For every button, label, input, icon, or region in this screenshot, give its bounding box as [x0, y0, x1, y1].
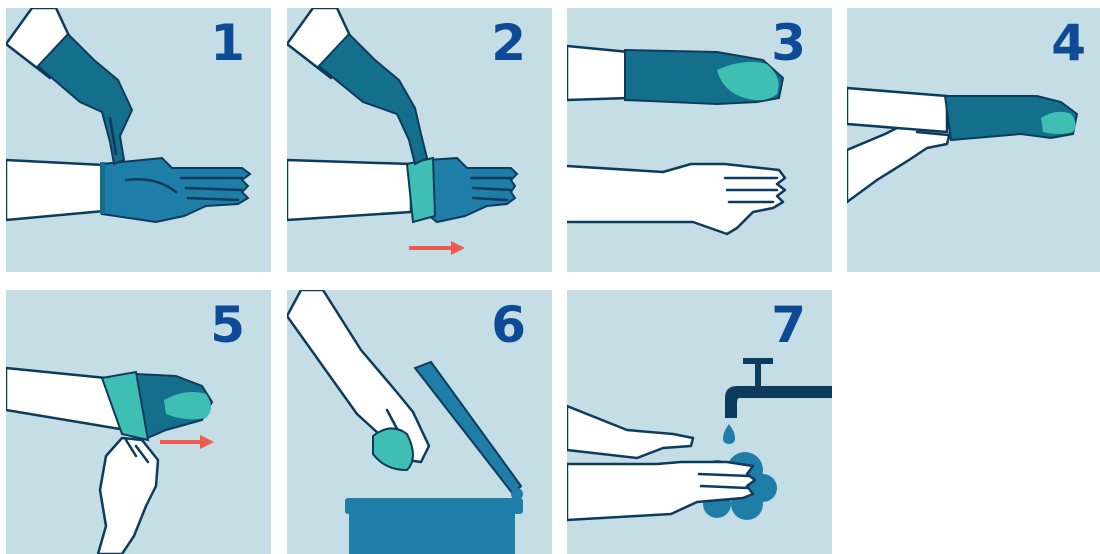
glove-cuff-peel-icon: [407, 158, 435, 222]
gloved-hand-icon: [945, 96, 1077, 140]
glove-inside-out-icon: [102, 372, 212, 442]
bare-hand-icon: [567, 164, 785, 234]
faucet-icon: [725, 358, 832, 418]
arrow-right-icon: [409, 241, 465, 255]
step-number: 4: [1051, 18, 1086, 68]
gloved-hand-icon: [427, 158, 517, 222]
step-number: 2: [491, 18, 526, 68]
arrow-right-icon: [160, 435, 214, 449]
bare-hand-icon: [98, 438, 158, 554]
step-number: 5: [210, 300, 245, 350]
gloved-hand-icon: [38, 34, 132, 164]
gloved-hand-icon: [100, 158, 250, 222]
step-7-panel: 7: [567, 290, 832, 554]
water-drop-icon: [723, 424, 735, 444]
forearm-icon: [847, 88, 947, 132]
step-1-panel: 1: [6, 8, 271, 272]
forearm-icon: [567, 46, 629, 100]
step-4-panel: 4: [847, 8, 1100, 272]
step-3-panel: 3: [567, 8, 832, 272]
step-number: 3: [771, 18, 806, 68]
step-5-panel: 5: [6, 290, 271, 554]
gloved-hand-icon: [319, 34, 427, 164]
forearm-icon: [6, 160, 104, 220]
step-number: 1: [210, 18, 245, 68]
forearm-icon: [287, 160, 411, 220]
step-number: 6: [491, 300, 526, 350]
step-2-panel: 2: [287, 8, 552, 272]
gloved-hand-icon: [625, 50, 783, 104]
step-number: 7: [771, 300, 806, 350]
discarded-glove-icon: [373, 428, 413, 470]
step-6-panel: 6: [287, 290, 552, 554]
